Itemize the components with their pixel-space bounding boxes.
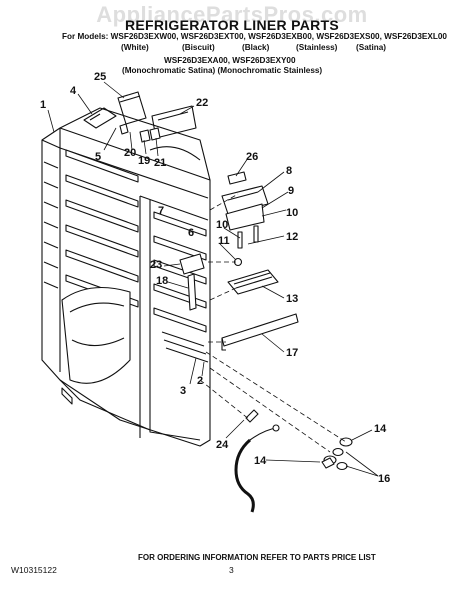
color-white: (White) bbox=[121, 43, 149, 52]
callout-24: 24 bbox=[216, 439, 229, 451]
callout-13: 13 bbox=[286, 293, 298, 305]
callout-23: 23 bbox=[150, 259, 162, 271]
callout-3: 3 bbox=[180, 385, 186, 397]
callout-14-lower: 14 bbox=[254, 455, 267, 467]
callout-25: 25 bbox=[94, 71, 106, 83]
callout-17: 17 bbox=[286, 347, 298, 359]
callout-11: 11 bbox=[218, 235, 230, 247]
callout-12: 12 bbox=[286, 231, 298, 243]
callout-20: 20 bbox=[124, 147, 136, 159]
page-title: REFRIGERATOR LINER PARTS bbox=[124, 17, 340, 33]
document-number: W10315122 bbox=[11, 565, 57, 575]
ordering-note: FOR ORDERING INFORMATION REFER TO PARTS … bbox=[138, 553, 376, 562]
callout-14-upper: 14 bbox=[374, 423, 387, 435]
color-stainless: (Stainless) bbox=[296, 43, 338, 52]
callout-5: 5 bbox=[95, 151, 101, 163]
page-number: 3 bbox=[229, 565, 234, 575]
callout-16: 16 bbox=[378, 473, 390, 485]
callout-4: 4 bbox=[70, 85, 77, 97]
callout-26: 26 bbox=[246, 151, 258, 163]
callout-22: 22 bbox=[196, 97, 208, 109]
callout-2: 2 bbox=[197, 375, 203, 387]
callout-1: 1 bbox=[40, 99, 46, 111]
callout-7: 7 bbox=[158, 205, 164, 217]
colors-line-2: (Monochromatic Satina) (Monochromatic St… bbox=[122, 66, 323, 75]
callout-9: 9 bbox=[288, 185, 294, 197]
color-biscuit: (Biscuit) bbox=[182, 43, 215, 52]
callout-21: 21 bbox=[154, 157, 166, 169]
callout-18: 18 bbox=[156, 275, 168, 287]
callout-10-left: 10 bbox=[216, 219, 228, 231]
watermark: AppliancePartsPros.com bbox=[96, 2, 368, 27]
callout-6: 6 bbox=[188, 227, 194, 239]
callout-8: 8 bbox=[286, 165, 292, 177]
color-satina: (Satina) bbox=[356, 43, 387, 52]
callout-10-right: 10 bbox=[286, 207, 298, 219]
callout-19: 19 bbox=[138, 155, 150, 167]
color-black: (Black) bbox=[242, 43, 270, 52]
models-line-2: WSF26D3EXA00, WSF26D3EXY00 bbox=[164, 56, 296, 65]
models-line: For Models: WSF26D3EXW00, WSF26D3EXT00, … bbox=[62, 32, 447, 41]
